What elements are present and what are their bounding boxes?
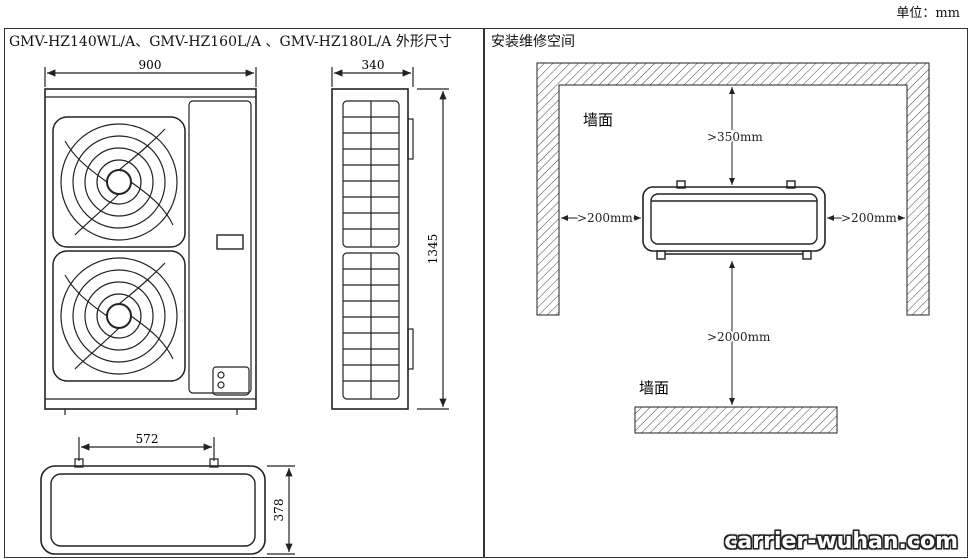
front-clearance-label: >2000mm	[707, 330, 771, 344]
front-wall	[634, 406, 838, 434]
clearance-panel-title: 安装维修空间	[491, 34, 575, 50]
wall-label-top: 墙面	[583, 111, 613, 129]
wall-hatching	[536, 62, 930, 434]
unit-label: 单位：mm	[896, 6, 960, 21]
lower-fan-icon	[60, 257, 178, 375]
left-clearance-label: >200mm	[577, 211, 633, 225]
dimensions-panel-title: GMV-HZ140WL/A、GMV-HZ160L/A 、GMV-HZ180L/A…	[9, 34, 452, 50]
outdoor-unit-drawings: 900 340 1345 572 378	[40, 58, 449, 555]
right-clearance-label: >200mm	[841, 211, 897, 225]
rear-clearance-label: >350mm	[707, 130, 763, 144]
front-view-body	[44, 88, 257, 410]
wall-label-bottom: 墙面	[639, 379, 669, 397]
u-shaped-wall	[536, 62, 930, 316]
front-view	[44, 67, 257, 415]
front-width-label: 900	[139, 58, 162, 72]
unit-top-view	[642, 180, 826, 260]
height-label: 1345	[426, 234, 440, 265]
side-view-body	[331, 88, 409, 410]
clearance-diagram: 墙面 墙面 >350mm >200mm >200mm >2000mm	[536, 62, 930, 434]
upper-fan-icon	[60, 123, 178, 241]
base-depth-label: 378	[272, 499, 286, 522]
clearance-arrows	[561, 87, 905, 405]
bottom-view	[40, 437, 295, 555]
bottom-view-body	[40, 465, 266, 555]
clearance-panel: 安装维修空间	[484, 28, 968, 558]
side-view	[331, 67, 449, 410]
foot-spacing-label: 572	[136, 432, 159, 446]
watermark: carrier-wuhan.com	[724, 529, 958, 554]
side-depth-label: 340	[362, 58, 385, 72]
dimensions-panel: GMV-HZ140WL/A、GMV-HZ160L/A 、GMV-HZ180L/A…	[4, 28, 484, 558]
